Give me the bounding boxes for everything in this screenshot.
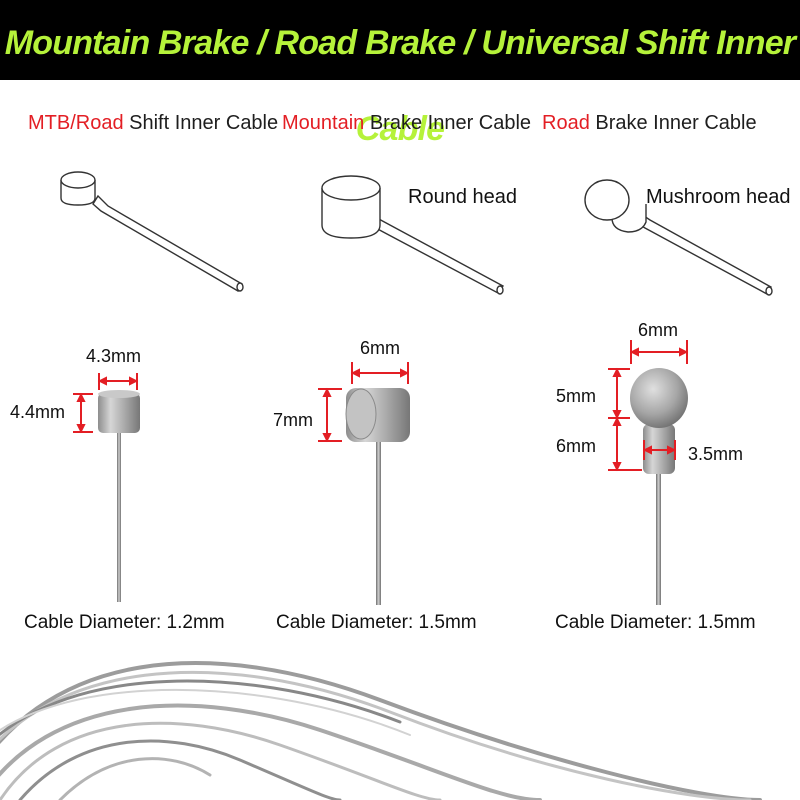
coiled-cable	[0, 661, 762, 800]
shift-cable-label-rest: Shift Inner Cable	[123, 112, 279, 134]
round-head-width: 6mm	[360, 338, 400, 358]
mushroom-head-drawing	[584, 179, 773, 296]
mountain-brake-label-rest: Brake Inner Cable	[364, 112, 532, 134]
shift-head-width: 4.3mm	[86, 346, 142, 366]
mountain-cable-diameter: Cable Diameter: 1.5mm	[276, 612, 477, 633]
shift-cable-diameter: Cable Diameter: 1.2mm	[24, 612, 225, 633]
shift-head-height: 4.4mm	[10, 402, 66, 422]
dimension-markers	[73, 340, 689, 472]
road-cable-diameter: Cable Diameter: 1.5mm	[555, 612, 756, 633]
mushroom-neck-width: 3.5mm	[688, 444, 744, 464]
title-banner: Mountain Brake / Road Brake / Universal …	[0, 0, 800, 148]
shift-cable-label-highlight: MTB/Road	[28, 112, 124, 134]
mushroom-head-height: 5mm	[556, 386, 596, 406]
round-head-drawing	[321, 175, 505, 295]
round-head-label: Round head	[408, 186, 517, 208]
road-brake-label: Road Brake Inner Cable	[542, 112, 757, 135]
road-brake-label-rest: Brake Inner Cable	[589, 112, 757, 134]
shift-cable-drawing	[60, 171, 244, 292]
shift-cable-label: MTB/Road Shift Inner Cable	[28, 112, 278, 135]
round-head-photo	[345, 388, 410, 605]
road-brake-label-highlight: Road	[542, 112, 590, 134]
mushroom-head-photo	[630, 368, 688, 605]
mushroom-neck-height: 6mm	[556, 436, 596, 456]
mushroom-head-label: Mushroom head	[646, 186, 791, 208]
mushroom-head-width: 6mm	[638, 320, 678, 340]
shift-cable-photo	[98, 390, 140, 602]
page-title: Mountain Brake / Road Brake / Universal …	[4, 24, 796, 148]
mountain-brake-label-highlight: Mountain	[282, 112, 365, 134]
mountain-brake-label: Mountain Brake Inner Cable	[282, 112, 531, 135]
round-head-height: 7mm	[273, 410, 313, 430]
